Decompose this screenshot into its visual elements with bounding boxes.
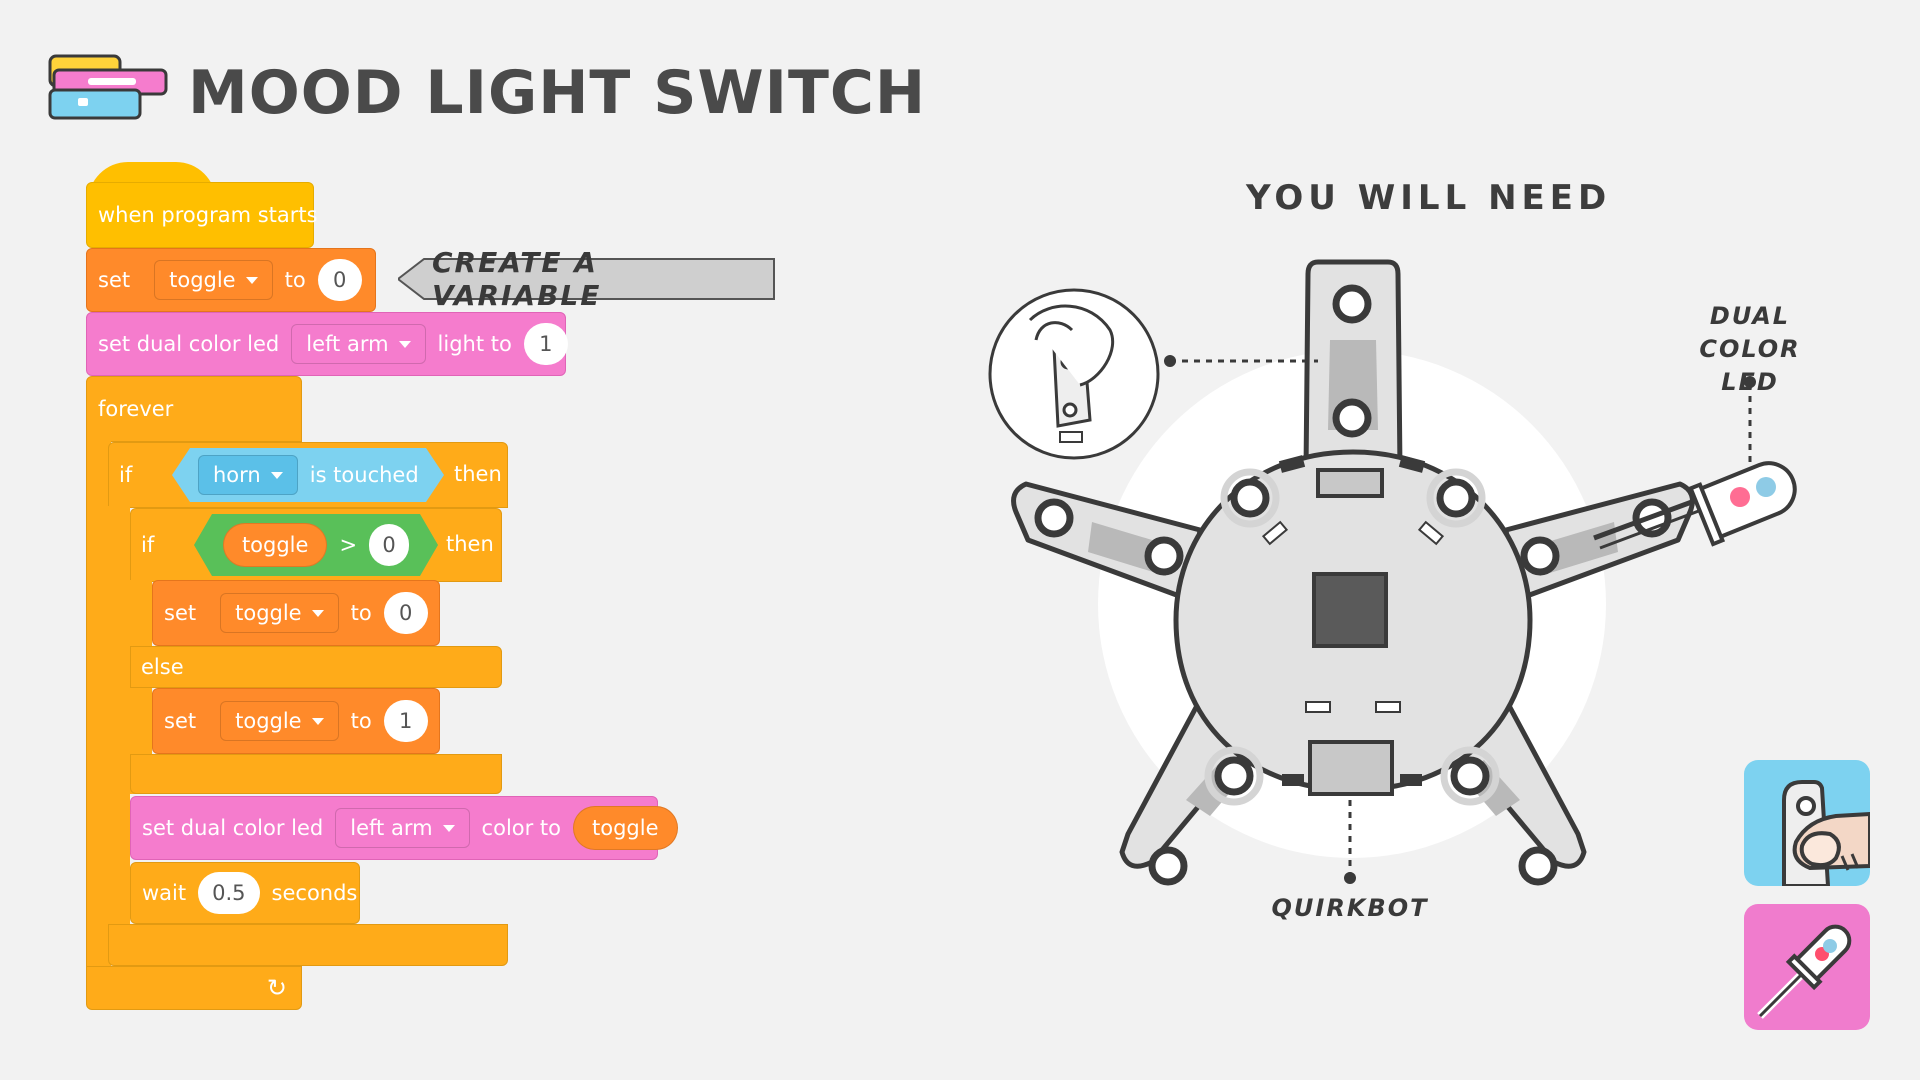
hat-body[interactable]: when program starts: [86, 182, 318, 248]
is-touched-label: is touched: [309, 463, 419, 487]
blocks-logo-icon: [48, 54, 168, 120]
caret-icon: [311, 717, 324, 725]
quirkbot-label: QUIRKBOT: [1271, 894, 1429, 922]
if-horn-arm: [108, 506, 130, 926]
set-label: set: [164, 601, 197, 625]
wait-label: wait: [142, 881, 187, 905]
caret-icon: [311, 609, 324, 617]
light-value-input[interactable]: 1: [523, 323, 568, 365]
to-label: to: [284, 268, 306, 292]
hat-label: when program starts: [98, 203, 318, 227]
value-input[interactable]: 1: [383, 700, 428, 742]
forever-footer[interactable]: ↻: [86, 966, 302, 1010]
sensor-dropdown[interactable]: horn: [198, 455, 298, 495]
forever-header[interactable]: forever: [86, 376, 302, 442]
light-to-label: light to: [437, 332, 512, 356]
caret-icon: [398, 340, 411, 348]
dual-color-led-label: DUAL COLOR LED: [1668, 300, 1832, 399]
to-label: to: [350, 601, 372, 625]
seconds-label: seconds: [271, 881, 358, 905]
else-label: else: [141, 655, 184, 679]
wait-value-input[interactable]: 0.5: [198, 872, 260, 914]
page-title: MOOD LIGHT SWITCH: [188, 58, 927, 128]
variable-dropdown[interactable]: toggle: [220, 593, 339, 633]
horn-touched-condition[interactable]: horn is touched: [172, 448, 444, 502]
toggle-variable[interactable]: toggle: [573, 806, 678, 850]
caret-icon: [271, 472, 283, 479]
create-variable-callout: CREATE A VARIABLE: [398, 246, 776, 312]
color-to-label: color to: [481, 816, 562, 840]
toggle-greater-condition[interactable]: toggle > 0: [194, 514, 438, 576]
then-label: then: [454, 462, 502, 486]
set-led-light-block[interactable]: set dual color led left arm light to 1: [86, 312, 568, 376]
caret-icon: [245, 276, 258, 284]
variable-dropdown[interactable]: toggle: [220, 701, 339, 741]
set-toggle-block-3[interactable]: set toggle to 1: [152, 688, 440, 754]
if-horn-footer: [108, 924, 508, 966]
if-else-footer: [130, 754, 502, 794]
caret-icon: [442, 824, 455, 832]
part-dropdown[interactable]: left arm: [335, 808, 470, 848]
set-toggle-block-2[interactable]: set toggle to 0: [152, 580, 440, 646]
to-label: to: [350, 709, 372, 733]
greater-than-label: >: [339, 533, 358, 557]
quirkbot-illustration: [988, 259, 1797, 886]
compare-value-input[interactable]: 0: [369, 524, 409, 566]
led-label: set dual color led: [142, 816, 324, 840]
variable-dropdown[interactable]: toggle: [154, 260, 273, 300]
if-label: if: [141, 533, 155, 557]
value-input[interactable]: 0: [383, 592, 428, 634]
finger-touch-card: [1744, 760, 1870, 886]
part-dropdown[interactable]: left arm: [291, 324, 426, 364]
toggle-variable[interactable]: toggle: [223, 523, 328, 567]
set-toggle-block-1[interactable]: set toggle to 0: [86, 248, 376, 312]
value-input[interactable]: 0: [317, 259, 362, 301]
wait-block[interactable]: wait 0.5 seconds: [130, 862, 360, 924]
led-card: [1744, 904, 1870, 1030]
forever-label: forever: [98, 397, 174, 421]
set-led-color-block[interactable]: set dual color led left arm color to tog…: [130, 796, 678, 860]
dual-color-led-line-1: DUAL: [1709, 302, 1791, 330]
forever-arm: [86, 440, 111, 968]
finger-touch-icon: [1782, 780, 1870, 886]
you-will-need-heading: YOU WILL NEED: [1246, 178, 1612, 218]
callout-text: CREATE A VARIABLE: [432, 246, 602, 312]
led-label: set dual color led: [98, 332, 280, 356]
set-label: set: [164, 709, 197, 733]
then-label: then: [446, 532, 494, 556]
set-label: set: [98, 268, 131, 292]
led-icon: [1757, 924, 1852, 1019]
if-label: if: [119, 463, 133, 487]
else-header[interactable]: else: [130, 646, 502, 688]
callout-shape: [398, 258, 775, 300]
dual-color-led-line-2: COLOR LED: [1699, 335, 1801, 396]
loop-arrow-icon: ↻: [266, 974, 287, 1002]
